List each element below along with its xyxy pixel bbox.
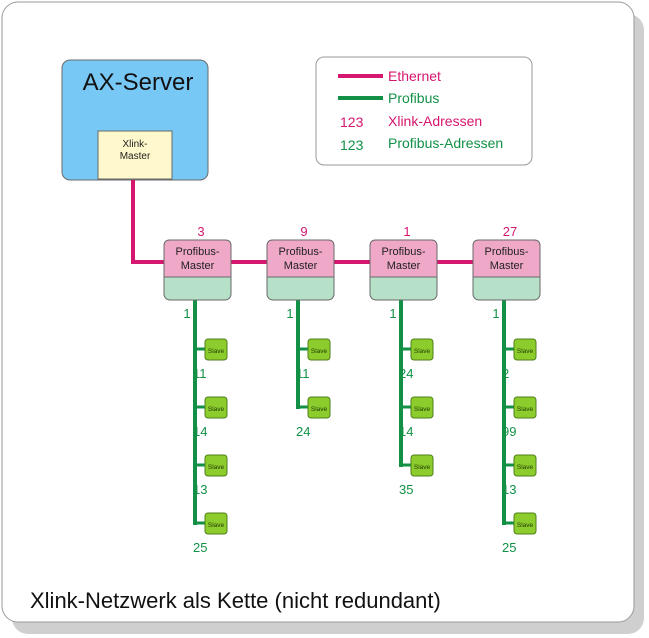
master-profibus-address: 1	[492, 306, 499, 321]
master-label-line1: Profibus-	[278, 246, 322, 258]
slave-label: Slave	[517, 464, 534, 471]
ethernet-uplink	[131, 180, 164, 264]
slave-profibus-address: 24	[399, 366, 413, 381]
slave-device	[204, 454, 228, 477]
slave-label: Slave	[414, 406, 431, 413]
slave-label: Slave	[517, 406, 534, 413]
xlink-master-box	[97, 130, 173, 180]
slave-profibus-address: 25	[193, 540, 207, 555]
master-profibus-address: 1	[389, 306, 396, 321]
slave-device	[204, 396, 228, 419]
master-profibus-address: 1	[183, 306, 190, 321]
slave-profibus-address: 11	[296, 366, 310, 381]
master-label-line1: Profibus-	[381, 246, 425, 258]
slave-device	[513, 338, 537, 361]
slave-device	[307, 396, 331, 419]
master-label-line2: Master	[284, 260, 318, 272]
legend-profibus-label: Profibus	[388, 90, 439, 106]
legend-ethernet-label: Ethernet	[388, 68, 441, 84]
slave-device	[410, 396, 434, 419]
slave-profibus-address: 99	[502, 424, 516, 439]
master-profibus-address: 1	[286, 306, 293, 321]
master-label-line2: Master	[490, 260, 524, 272]
caption: Xlink-Netzwerk als Kette (nicht redundan…	[30, 588, 441, 613]
slave-profibus-address: 13	[502, 482, 516, 497]
slave-label: Slave	[208, 464, 225, 471]
xlink-address: 27	[503, 224, 517, 239]
slave-device	[204, 338, 228, 361]
slave-profibus-address: 35	[399, 482, 413, 497]
slave-profibus-address: 24	[296, 424, 310, 439]
slave-device	[513, 396, 537, 419]
legend-xlink-sample: 123	[340, 114, 364, 130]
slave-profibus-address: 13	[193, 482, 207, 497]
slave-label: Slave	[517, 522, 534, 529]
slave-label: Slave	[311, 406, 328, 413]
slave-device	[307, 338, 331, 361]
slave-profibus-address: 2	[502, 366, 509, 381]
legend-profibus-addr-label: Profibus-Adressen	[388, 135, 503, 151]
profibus-master-top-3	[369, 239, 438, 278]
slave-label: Slave	[311, 348, 328, 355]
profibus-master-top-1	[163, 239, 232, 278]
slave-device	[410, 454, 434, 477]
xlink-address: 9	[300, 224, 307, 239]
legend-box	[315, 56, 533, 166]
slave-label: Slave	[208, 348, 225, 355]
slave-device	[513, 454, 537, 477]
xlink-address: 1	[403, 224, 410, 239]
slave-label: Slave	[517, 348, 534, 355]
slave-label: Slave	[414, 348, 431, 355]
slave-label: Slave	[208, 522, 225, 529]
slave-profibus-address: 25	[502, 540, 516, 555]
slave-profibus-address: 14	[399, 424, 413, 439]
master-label-line2: Master	[387, 260, 421, 272]
legend-profibus-sample: 123	[340, 137, 364, 153]
slave-profibus-address: 11	[193, 366, 207, 381]
slave-device	[410, 338, 434, 361]
slave-label: Slave	[414, 464, 431, 471]
master-label-line2: Master	[181, 260, 215, 272]
profibus-master-top-2	[266, 239, 335, 278]
master-label-line1: Profibus-	[484, 246, 528, 258]
ax-server-title: AX-Server	[83, 69, 194, 96]
slave-device	[204, 512, 228, 535]
xlink-master-label-2: Master	[120, 151, 151, 162]
xlink-master-label-1: Xlink-	[122, 139, 147, 150]
slave-profibus-address: 14	[193, 424, 207, 439]
slave-label: Slave	[208, 406, 225, 413]
profibus-master-top-4	[472, 239, 541, 278]
legend-xlink-label: Xlink-Adressen	[388, 113, 482, 129]
profibus-masters: Profibus-Master31Slave11Slave14Slave13Sl…	[163, 224, 541, 555]
slave-device	[513, 512, 537, 535]
xlink-address: 3	[197, 224, 204, 239]
master-label-line1: Profibus-	[175, 246, 219, 258]
